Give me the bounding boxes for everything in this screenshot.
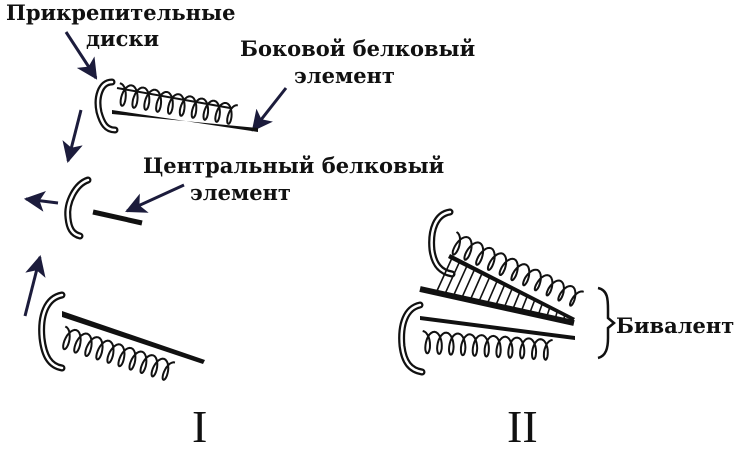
label-central-element: Центральный белковый элемент xyxy=(143,153,444,205)
arrow-left xyxy=(23,190,59,212)
stage-one-bottom-chromosome xyxy=(38,291,205,381)
lower-lateral-element xyxy=(420,316,575,340)
transverse-filament xyxy=(452,265,468,298)
arrow-to-lateral-element xyxy=(251,87,288,132)
upper-chromatin-coil xyxy=(451,231,584,307)
chromatin-coil xyxy=(119,82,238,125)
label-lateral-element-line1: Боковой белковый xyxy=(240,36,475,61)
label-attachment-discs: Прикрепительные диски xyxy=(6,0,235,51)
arrow-disassembly-down xyxy=(62,109,83,164)
label-lateral-element: Боковой белковый элемент xyxy=(240,36,475,88)
upper-lateral-element xyxy=(448,254,575,321)
attachment-disc xyxy=(38,291,66,372)
transverse-filament xyxy=(460,269,476,299)
lateral-element xyxy=(62,311,205,364)
transverse-filament xyxy=(469,273,483,301)
stage-one-top-chromosome xyxy=(94,78,258,134)
lower-chromatin-coil xyxy=(422,330,553,361)
pointer-arrows xyxy=(23,31,288,317)
arrow-to-attachment-disc xyxy=(64,31,98,80)
label-stage-two: II xyxy=(507,401,538,452)
lower-attachment-disc xyxy=(398,301,426,376)
label-central-element-line2: элемент xyxy=(190,180,291,205)
label-attachment-discs-line1: Прикрепительные xyxy=(6,0,235,25)
label-bivalent: Бивалент xyxy=(616,313,734,338)
label-central-element-line1: Центральный белковый xyxy=(143,153,444,178)
transverse-filament xyxy=(443,261,461,296)
central-element xyxy=(92,209,143,226)
chromatin-coil xyxy=(62,325,176,381)
label-stage-one: I xyxy=(192,401,207,452)
bivalent-brace xyxy=(597,286,616,360)
arrow-assembly-up xyxy=(23,254,46,317)
lateral-element xyxy=(112,110,258,132)
label-attachment-discs-line2: диски xyxy=(86,26,159,51)
transverse-filament xyxy=(494,284,506,307)
transverse-filament xyxy=(486,280,498,305)
bivalent-complex xyxy=(398,208,616,376)
transverse-filament xyxy=(435,257,453,294)
bivalent-central-element xyxy=(419,286,575,326)
label-lateral-element-line2: элемент xyxy=(294,63,395,88)
arrow-to-central-element xyxy=(125,183,185,213)
stage-one-middle-parts xyxy=(64,176,143,240)
transverse-filament xyxy=(477,277,491,303)
